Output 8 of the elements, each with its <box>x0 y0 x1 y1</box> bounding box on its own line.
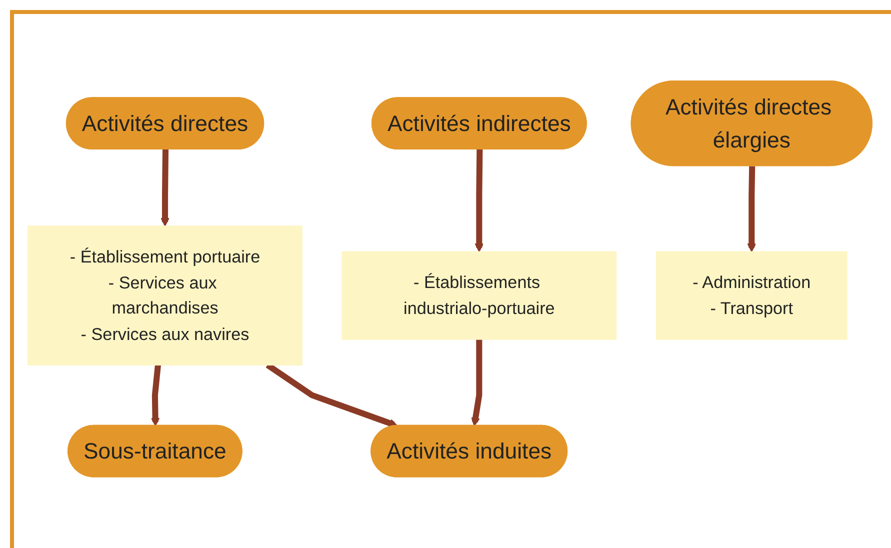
arrow <box>747 166 756 252</box>
arrow <box>474 150 484 252</box>
node-box: - Établissements industrialo-portuaire <box>342 251 617 340</box>
arrow <box>471 339 482 426</box>
arrow <box>160 150 170 227</box>
arrow <box>150 364 161 426</box>
node-box: - Établissement portuaire - Services aux marchandises - Services aux navires <box>28 226 302 366</box>
node-box: - Administration - Transport <box>656 251 848 340</box>
